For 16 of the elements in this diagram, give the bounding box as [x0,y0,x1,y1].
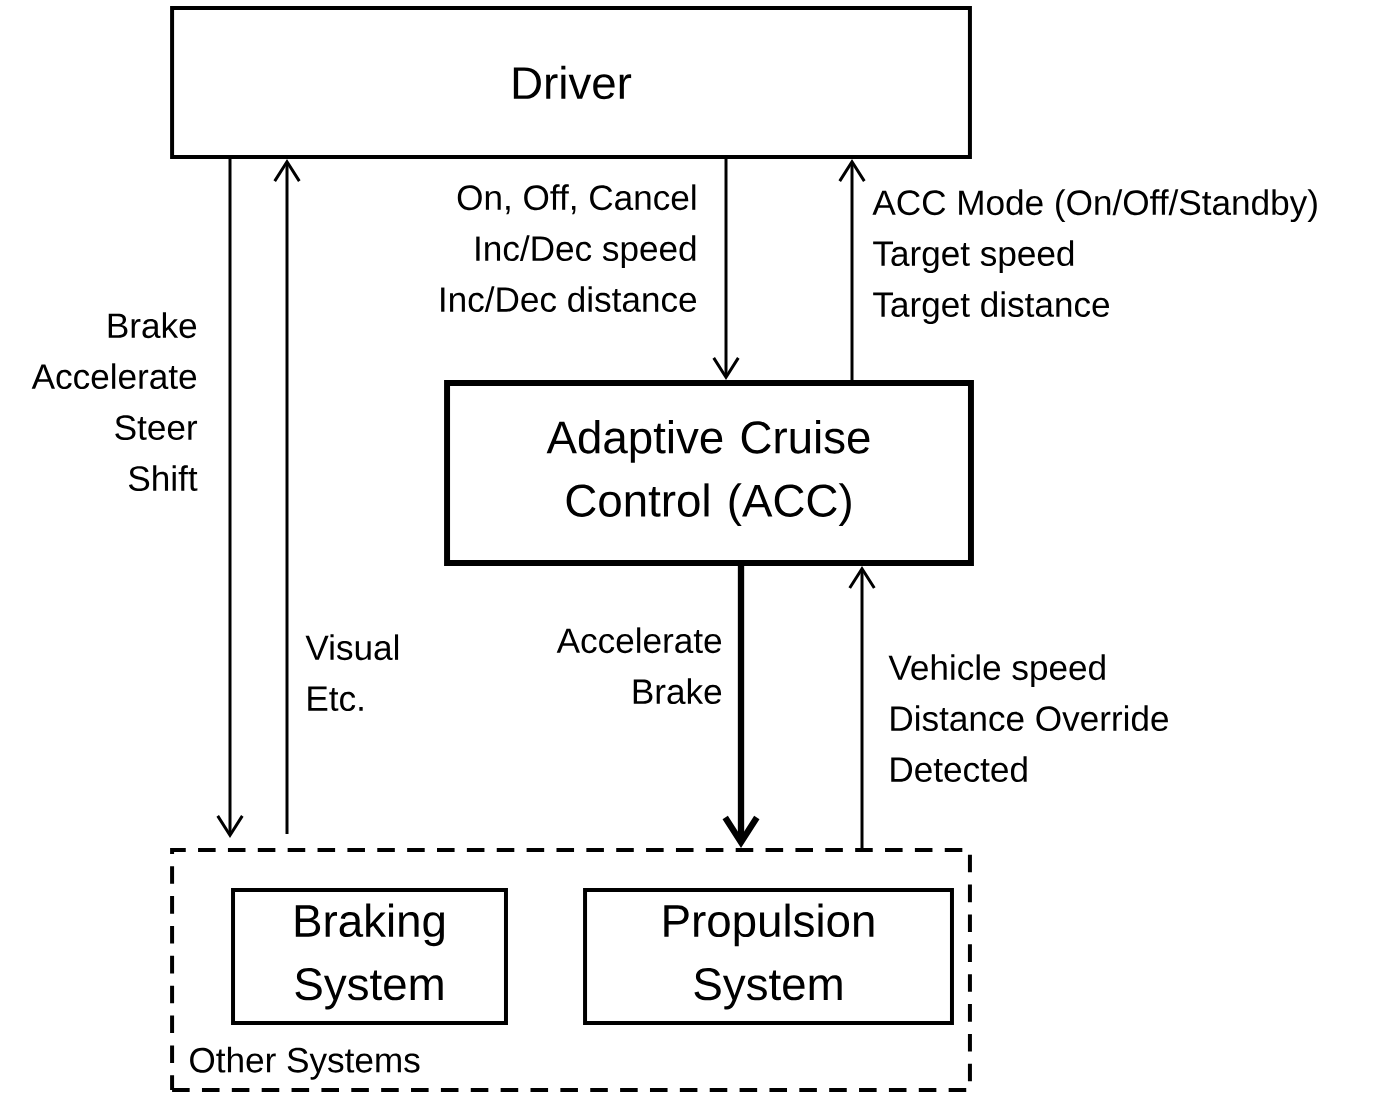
edge-label: Vehicle speed Distance Override Detected [888,654,1168,783]
process-box: Driver [170,6,972,159]
arrow [712,158,740,381]
arrow [216,158,244,839]
arrow [273,158,301,835]
edge-label: Visual Etc. [305,634,399,712]
arrow [722,565,760,849]
edge-label: On, Off, Cancel Inc/Dec speed Inc/Dec distance [441,184,697,313]
edge-label: ACC Mode (On/Off/Standby) Target speed Target distance [872,189,1317,324]
process-box: Adaptive Cruise Control (ACC) [444,380,974,566]
process-box: Braking System [231,888,508,1025]
arrow [848,565,876,849]
process-box: Propulsion System [583,888,954,1025]
arrow [838,158,866,381]
edge-label: Brake Accelerate Steer Shift [31,312,198,491]
edge-label: Accelerate Brake [556,627,722,705]
